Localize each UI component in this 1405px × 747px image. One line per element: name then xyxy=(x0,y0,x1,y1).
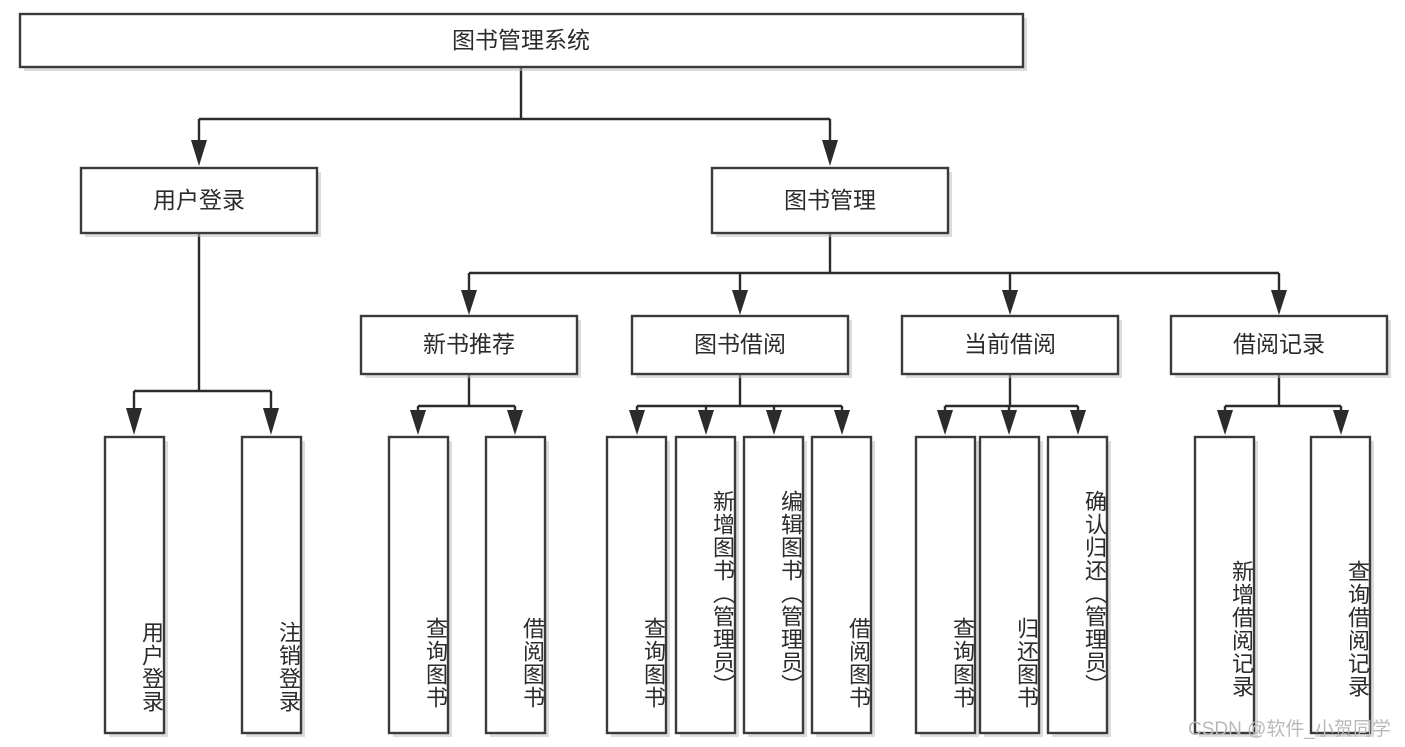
arrowhead-leaf-return-book xyxy=(1001,410,1017,435)
arrowhead-leaf-user-logout xyxy=(263,408,279,435)
edges-layer xyxy=(126,67,1349,435)
node-borrow-record[interactable]: 借阅记录 xyxy=(1169,314,1391,378)
node-borrow-record-label: 借阅记录 xyxy=(1233,331,1325,357)
arrowhead-book-manage xyxy=(822,140,838,166)
node-user-login-label: 用户登录 xyxy=(153,187,245,213)
node-book-manage-label: 图书管理 xyxy=(784,187,876,213)
arrowhead-leaf-edit-book xyxy=(766,410,782,435)
node-leaf-query-book-2[interactable] xyxy=(605,435,670,737)
csdn-watermark: CSDN @软件_小贺同学 xyxy=(1188,719,1391,740)
node-leaf-user-logout[interactable] xyxy=(240,435,305,737)
node-current-borrow-label: 当前借阅 xyxy=(964,331,1056,357)
arrowhead-leaf-query-book-1 xyxy=(410,410,426,435)
node-new-book-recommend[interactable]: 新书推荐 xyxy=(359,314,581,378)
node-leaf-query-book-1[interactable] xyxy=(387,435,452,737)
arrowhead-leaf-borrow-book-2 xyxy=(834,410,850,435)
arrowhead-leaf-query-book-2 xyxy=(629,410,645,435)
node-root[interactable]: 图书管理系统 xyxy=(18,12,1027,71)
node-leaf-borrow-book-2[interactable] xyxy=(810,435,875,737)
arrowhead-leaf-user-login xyxy=(126,408,142,435)
node-book-borrow-label: 图书借阅 xyxy=(694,331,786,357)
node-leaf-borrow-book-1[interactable] xyxy=(484,435,549,737)
arrowhead-leaf-query-record xyxy=(1333,410,1349,435)
node-book-borrow[interactable]: 图书借阅 xyxy=(630,314,852,378)
node-leaf-user-login[interactable] xyxy=(103,435,168,737)
node-leaf-confirm-return[interactable] xyxy=(1046,435,1111,737)
arrowhead-user-login xyxy=(191,140,207,166)
node-book-manage[interactable]: 图书管理 xyxy=(710,166,952,237)
arrowhead-leaf-add-record xyxy=(1217,410,1233,435)
arrowhead-new-book-recommend xyxy=(461,290,477,315)
arrowhead-book-borrow xyxy=(732,290,748,315)
node-leaf-query-record[interactable] xyxy=(1309,435,1374,737)
arrowhead-leaf-confirm-return xyxy=(1070,410,1086,435)
node-new-book-recommend-label: 新书推荐 xyxy=(423,331,515,357)
node-leaf-add-record[interactable] xyxy=(1193,435,1258,737)
node-root-label: 图书管理系统 xyxy=(452,27,590,53)
node-leaf-query-book-3[interactable] xyxy=(914,435,979,737)
arrowhead-current-borrow xyxy=(1002,290,1018,315)
node-current-borrow[interactable]: 当前借阅 xyxy=(900,314,1122,378)
arrowhead-borrow-record xyxy=(1271,290,1287,315)
node-leaf-edit-book[interactable] xyxy=(742,435,807,737)
arrowhead-leaf-query-book-3 xyxy=(937,410,953,435)
arrowhead-leaf-add-book xyxy=(698,410,714,435)
arrowhead-leaf-borrow-book-1 xyxy=(507,410,523,435)
node-leaf-return-book[interactable] xyxy=(978,435,1043,737)
node-leaf-add-book[interactable] xyxy=(674,435,739,737)
nodes-layer: 图书管理系统 用户登录 图书管理 新书推荐 xyxy=(18,12,1391,737)
node-user-login[interactable]: 用户登录 xyxy=(79,166,321,237)
